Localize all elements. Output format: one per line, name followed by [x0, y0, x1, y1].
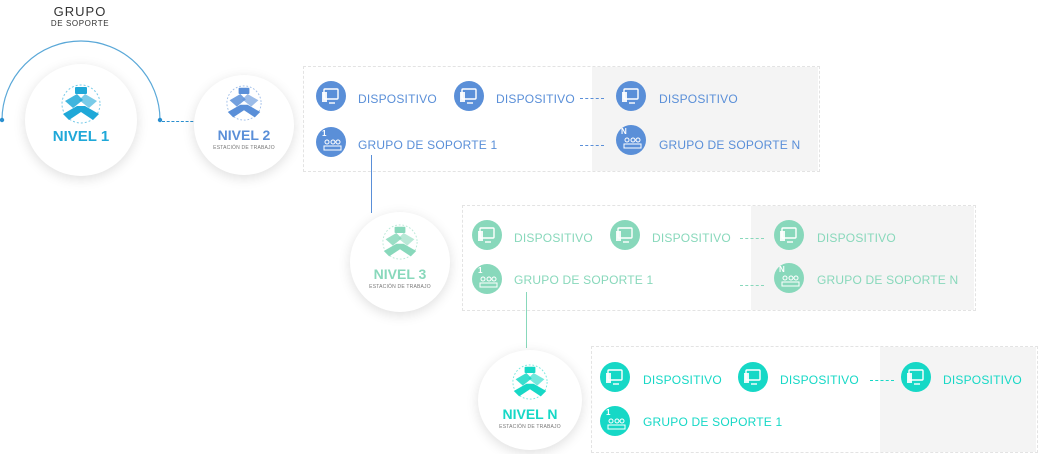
- level3-sub: ESTACIÓN DE TRABAJO: [369, 284, 431, 290]
- header-subtitle: DE SOPORTE: [50, 19, 110, 28]
- level2-group-n-node[interactable]: N: [616, 125, 646, 155]
- level2-device-n-node[interactable]: [616, 81, 646, 111]
- level3-group-n-node[interactable]: N: [774, 263, 804, 293]
- levelN-group-1-label: GRUPO DE SOPORTE 1: [643, 415, 783, 429]
- people-icon: [323, 139, 342, 151]
- level2-device-a-label: DISPOSITIVO: [358, 92, 437, 106]
- monitor-icon: [906, 369, 924, 385]
- level3-group-1-node[interactable]: 1: [472, 264, 502, 294]
- badge-one: 1: [478, 266, 483, 275]
- support-hands-icon: [382, 224, 418, 260]
- level2-panel: [303, 66, 820, 172]
- level2-label: NIVEL 2: [217, 127, 271, 143]
- level2-group-ellipsis: [580, 145, 604, 146]
- level1-label: NIVEL 1: [52, 128, 110, 145]
- level3-device-n-label: DISPOSITIVO: [817, 231, 896, 245]
- level2-device-n-label: DISPOSITIVO: [659, 92, 738, 106]
- level2-device-b-node[interactable]: [454, 81, 484, 111]
- level2-sub: ESTACIÓN DE TRABAJO: [213, 145, 275, 151]
- header-title: GRUPO: [53, 4, 107, 19]
- monitor-icon: [477, 227, 495, 243]
- level3-label: NIVEL 3: [373, 266, 427, 282]
- monitor-icon: [743, 369, 761, 385]
- badge-n: N: [621, 127, 627, 136]
- levelN-sub: ESTACIÓN DE TRABAJO: [499, 424, 561, 430]
- badge-one: 1: [322, 129, 327, 138]
- levelN-label: NIVEL N: [502, 406, 558, 422]
- monitor-icon: [779, 227, 797, 243]
- level2-device-b-label: DISPOSITIVO: [496, 92, 575, 106]
- levelN-group-1-node[interactable]: 1: [600, 406, 630, 436]
- level1-node[interactable]: NIVEL 1: [25, 64, 137, 176]
- levelN-device-a-label: DISPOSITIVO: [643, 373, 722, 387]
- monitor-icon: [621, 88, 639, 104]
- support-hands-icon: [226, 85, 262, 121]
- levelN-device-n-node[interactable]: [901, 362, 931, 392]
- levelN-device-n-label: DISPOSITIVO: [943, 373, 1022, 387]
- monitor-icon: [605, 369, 623, 385]
- level3-device-a-label: DISPOSITIVO: [514, 231, 593, 245]
- level3-group-ellipsis: [740, 285, 764, 286]
- levelN-node[interactable]: NIVEL N ESTACIÓN DE TRABAJO: [478, 350, 582, 450]
- monitor-icon: [615, 227, 633, 243]
- level2-group-1-node[interactable]: 1: [316, 127, 346, 157]
- level3-device-n-node[interactable]: [774, 220, 804, 250]
- monitor-icon: [459, 88, 477, 104]
- level3-group-1-label: GRUPO DE SOPORTE 1: [514, 273, 654, 287]
- support-hands-icon: [512, 364, 548, 400]
- level3-device-ellipsis: [740, 238, 764, 239]
- monitor-icon: [321, 88, 339, 104]
- levelN-device-b-label: DISPOSITIVO: [780, 373, 859, 387]
- connector-3-n: [526, 292, 527, 348]
- level3-node[interactable]: NIVEL 3 ESTACIÓN DE TRABAJO: [350, 212, 450, 312]
- level2-device-a-node[interactable]: [316, 81, 346, 111]
- levelN-device-a-node[interactable]: [600, 362, 630, 392]
- level3-group-n-label: GRUPO DE SOPORTE N: [817, 273, 959, 287]
- levelN-device-ellipsis: [870, 380, 894, 381]
- level2-group-n-label: GRUPO DE SOPORTE N: [659, 138, 801, 152]
- connector-1-2: [162, 121, 198, 122]
- level2-device-ellipsis: [580, 98, 604, 99]
- level2-group-1-label: GRUPO DE SOPORTE 1: [358, 138, 498, 152]
- connector-2-3: [371, 155, 372, 213]
- level3-panel: [462, 205, 976, 311]
- level1-arc: [0, 40, 163, 123]
- badge-one: 1: [606, 408, 611, 417]
- people-icon: [479, 276, 498, 288]
- level2-node[interactable]: NIVEL 2 ESTACIÓN DE TRABAJO: [194, 75, 294, 175]
- support-hands-icon: [61, 84, 101, 124]
- level3-device-b-node[interactable]: [610, 220, 640, 250]
- level3-device-a-node[interactable]: [472, 220, 502, 250]
- people-icon: [607, 418, 626, 430]
- badge-n: N: [779, 265, 785, 274]
- levelN-device-b-node[interactable]: [738, 362, 768, 392]
- level3-device-b-label: DISPOSITIVO: [652, 231, 731, 245]
